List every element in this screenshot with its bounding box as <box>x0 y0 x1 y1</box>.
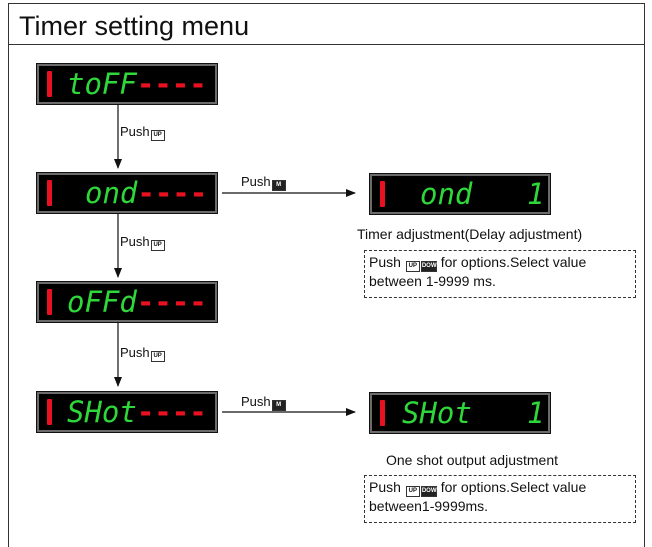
display-lead-digit <box>47 71 52 97</box>
mode-button-icon: M <box>271 180 286 191</box>
up-button-icon: UP <box>405 486 420 497</box>
display-toff: toFF---- <box>36 63 218 105</box>
down-button-icon: DOWN <box>420 261 441 272</box>
display-text: ond <box>420 177 473 211</box>
display-ond: ond---- <box>36 172 218 214</box>
down-button-icon: DOWN <box>420 486 441 497</box>
display-text: toFF---- <box>67 67 207 101</box>
one-shot-caption: One shot output adjustment <box>386 452 558 468</box>
up-button-icon: UP <box>405 261 420 272</box>
display-offd: oFFd---- <box>36 281 218 323</box>
display-text: SHot <box>402 396 472 430</box>
up-button-icon: UP <box>150 351 165 362</box>
diagram-frame <box>8 3 645 547</box>
timer-adjustment-caption: Timer adjustment(Delay adjustment) <box>357 226 583 242</box>
display-lead-digit <box>380 181 385 207</box>
up-button-icon: UP <box>150 240 165 251</box>
display-shot: SHot---- <box>36 391 218 433</box>
mode-button-icon: M <box>271 400 286 411</box>
up-button-icon: UP <box>150 130 165 141</box>
note-line-2: between1-9999ms. <box>369 498 489 514</box>
display-shot-value: SHot 1 <box>369 392 551 434</box>
title-divider <box>8 44 645 45</box>
display-value: 1 <box>527 177 545 211</box>
display-lead-digit <box>47 289 52 315</box>
display-ond-value: ond 1 <box>369 173 551 215</box>
display-lead-digit <box>47 399 52 425</box>
page-title: Timer setting menu <box>19 11 250 41</box>
display-value: 1 <box>527 396 545 430</box>
display-text: oFFd---- <box>67 285 207 319</box>
note-line-2: between 1-9999 ms. <box>369 273 496 289</box>
display-lead-digit <box>47 180 52 206</box>
display-text: SHot---- <box>67 395 207 429</box>
display-text: ond---- <box>85 176 208 210</box>
display-lead-digit <box>380 400 385 426</box>
